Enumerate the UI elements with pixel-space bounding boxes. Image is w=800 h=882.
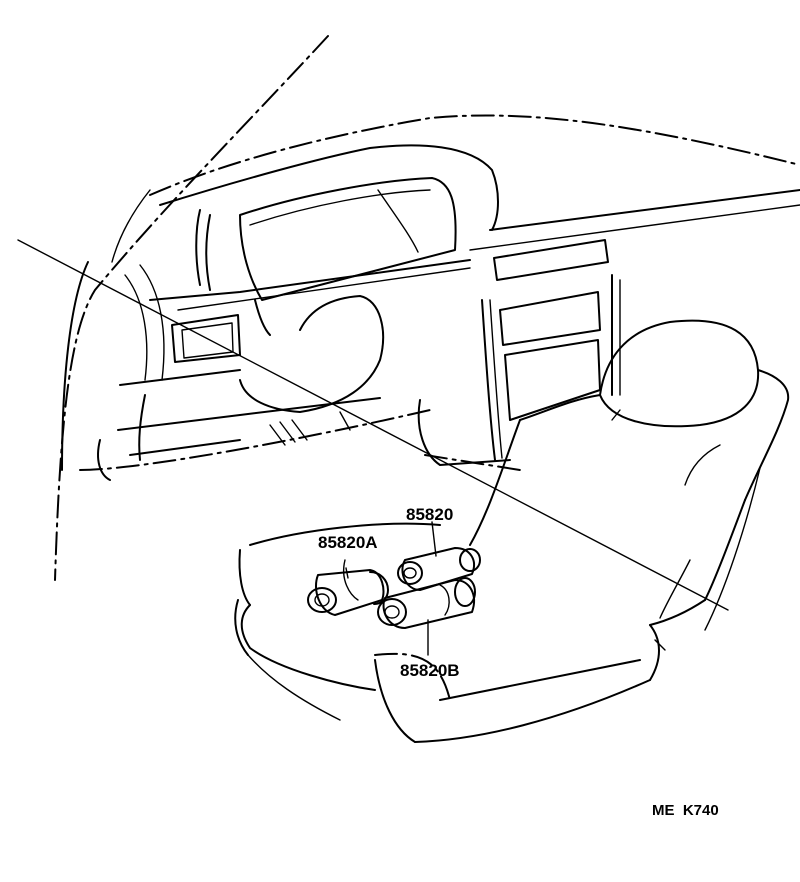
seat-cushion	[234, 522, 666, 743]
label-85820A: 85820A	[318, 533, 378, 552]
label-85820B: 85820B	[400, 661, 460, 680]
dashboard-outline	[149, 114, 800, 311]
windshield-frame	[54, 35, 329, 581]
motor-b	[382, 579, 475, 629]
left-vent	[79, 264, 431, 481]
leader-lines	[343, 521, 437, 656]
seat-motor-assembly	[307, 547, 481, 629]
reference-line	[17, 239, 729, 611]
diagram-code: ME K740	[652, 802, 719, 819]
center-console	[417, 239, 621, 471]
motor-main	[401, 547, 475, 591]
instrument-hood	[239, 177, 457, 336]
label-85820: 85820	[406, 505, 453, 524]
seat-back	[469, 319, 790, 631]
